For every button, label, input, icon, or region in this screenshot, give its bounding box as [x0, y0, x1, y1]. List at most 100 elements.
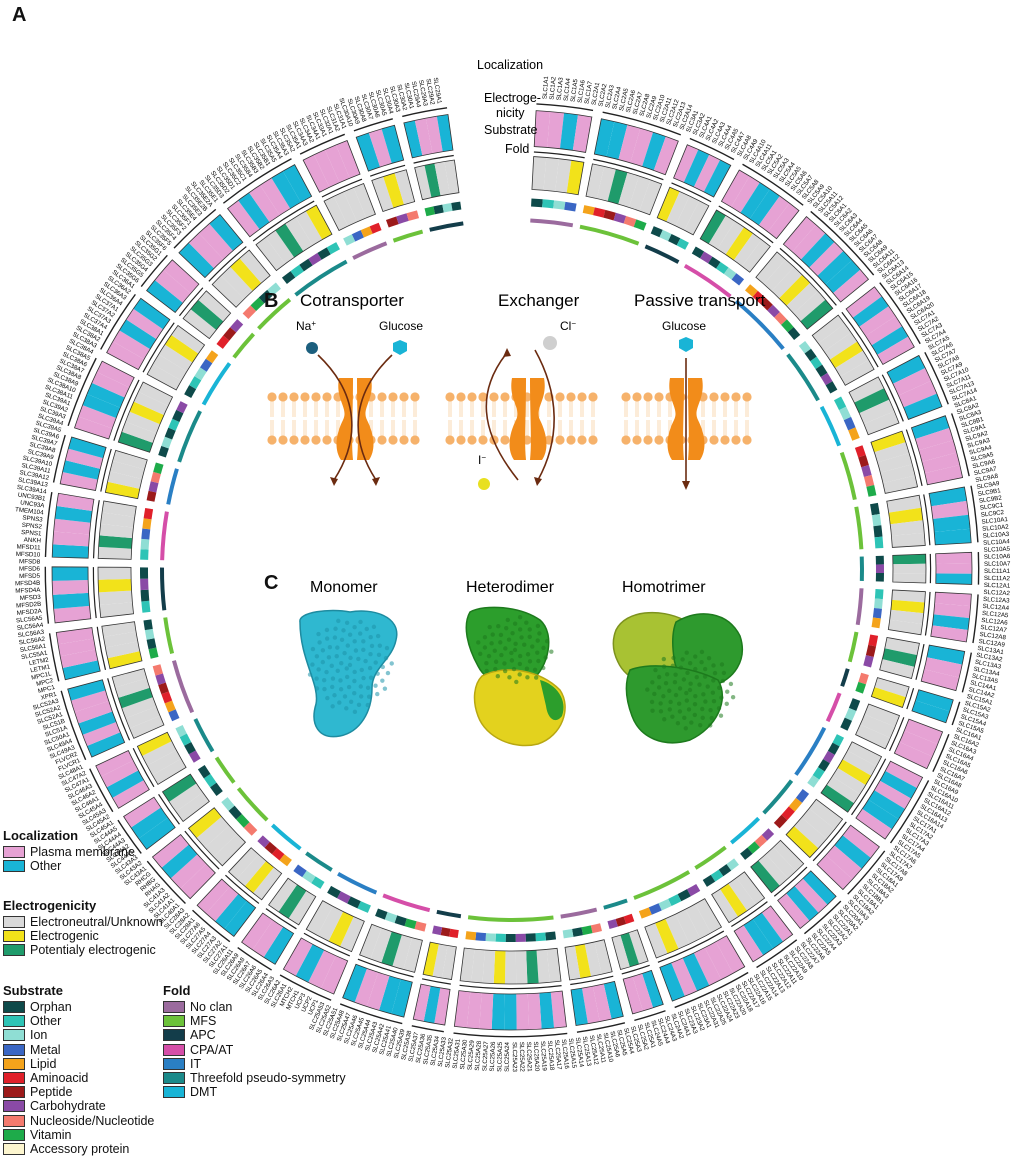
substrate-cell [184, 385, 197, 398]
electrogenicity-cell [403, 937, 423, 973]
electrogenicity-block [97, 566, 134, 619]
fold-segment [730, 816, 761, 845]
localization-cell [198, 223, 233, 260]
lipid-head [410, 435, 420, 445]
substrate-cell [223, 327, 237, 341]
block-outline [756, 939, 798, 969]
substrate-cell [152, 664, 163, 676]
substrate-cell [357, 901, 371, 913]
substrate-cell [172, 409, 184, 422]
legend-item: Other [3, 1014, 154, 1028]
legend-swatch [3, 1057, 25, 1070]
substrate-cell [143, 507, 154, 520]
structure-texture [320, 648, 326, 653]
substrate-cell [752, 290, 766, 304]
structure-texture [700, 715, 705, 720]
gene-label: SLC12A5 [982, 610, 1010, 619]
electrogenicity-block [531, 156, 585, 196]
electrogenicity-cell [359, 924, 382, 960]
block-outline [303, 932, 351, 957]
electrogenicity-cell [162, 774, 197, 802]
lipid-head [720, 435, 730, 445]
electrogenicity-cell [317, 906, 344, 942]
substrate-cell [189, 376, 202, 390]
substrate-cell [148, 481, 159, 493]
localization-cell [868, 790, 906, 820]
legend-label: Accessory protein [30, 1141, 130, 1156]
substrate-cell [788, 797, 803, 812]
electrogenicity-cell [371, 176, 394, 212]
legend-swatch [163, 1029, 185, 1042]
gene-label: SLC29A3 [417, 79, 429, 107]
block-outline [140, 254, 168, 287]
lipid-head [267, 392, 277, 402]
localization-cell [161, 844, 198, 879]
structure-texture [702, 666, 708, 672]
substrate-cell [194, 367, 207, 381]
block-outline [851, 758, 887, 816]
structure-texture [314, 654, 320, 659]
lipid-head [445, 435, 455, 445]
localization-cell [414, 118, 433, 156]
gene-label: LETM1 [30, 663, 52, 674]
substrate-cell [146, 490, 157, 502]
substrate-cell [264, 841, 278, 855]
gene-label: MFSD10 [16, 551, 41, 559]
structure-texture [506, 637, 512, 642]
transport-arrows [317, 349, 687, 484]
fold-segment [683, 263, 732, 299]
localization-cell [825, 260, 861, 294]
electrogenicity-cell [758, 854, 788, 886]
electrogenicity-cell [105, 481, 140, 499]
electrogenicity-cell [877, 453, 913, 473]
localization-cell [693, 154, 721, 192]
fold-segment [160, 511, 169, 561]
electrogenicity-cell [864, 704, 900, 727]
electrogenicity-cell [147, 750, 182, 776]
lipid-head [621, 435, 631, 445]
substrate-cell [781, 806, 795, 821]
localization-cell [178, 242, 215, 278]
substrate-cell [875, 564, 884, 574]
localization-cell [82, 721, 121, 747]
electrogenicity-cell [121, 697, 157, 719]
substrate-cell [874, 589, 884, 600]
localization-cell [74, 416, 113, 439]
localization-cell [894, 742, 933, 769]
localization-cell [238, 192, 270, 230]
block-outline [453, 1032, 568, 1038]
electrogenicity-block [585, 163, 663, 216]
gene-label: SLC13A2 [976, 652, 1004, 664]
electrogenicity-cell [584, 941, 602, 977]
localization-cell [74, 701, 113, 724]
structure-texture [544, 638, 550, 644]
structure-texture [482, 645, 488, 650]
electrogenicity-cell [353, 183, 376, 219]
lipid-head [467, 435, 477, 445]
localization-cell [632, 973, 654, 1011]
gene-label: SLC13A1 [977, 645, 1005, 656]
localization-cell [761, 905, 793, 942]
substrate-cell [327, 885, 341, 899]
localization-cell [930, 625, 969, 642]
legend-swatch [3, 846, 25, 859]
ring-label-fold: Fold [505, 142, 529, 156]
lipid-head [654, 435, 664, 445]
localization-cell [865, 316, 903, 346]
block-outline [44, 566, 50, 624]
gene-label: SLC29A1 [432, 77, 443, 105]
localization-block [930, 591, 972, 643]
block-outline [252, 200, 315, 242]
localization-block [893, 718, 944, 770]
gene-label: SLC1A2 [549, 76, 558, 100]
substrate-cell [875, 572, 884, 582]
structure-texture [367, 665, 373, 671]
substrate-cell [505, 933, 516, 942]
localization-block [151, 833, 216, 900]
electrogenicity-cell [870, 431, 906, 453]
structure-texture [699, 659, 704, 665]
structure-texture [365, 702, 370, 708]
structure-texture [366, 694, 372, 699]
structure-texture [371, 624, 377, 630]
gene-label: SLC25A20 [532, 1041, 541, 1072]
